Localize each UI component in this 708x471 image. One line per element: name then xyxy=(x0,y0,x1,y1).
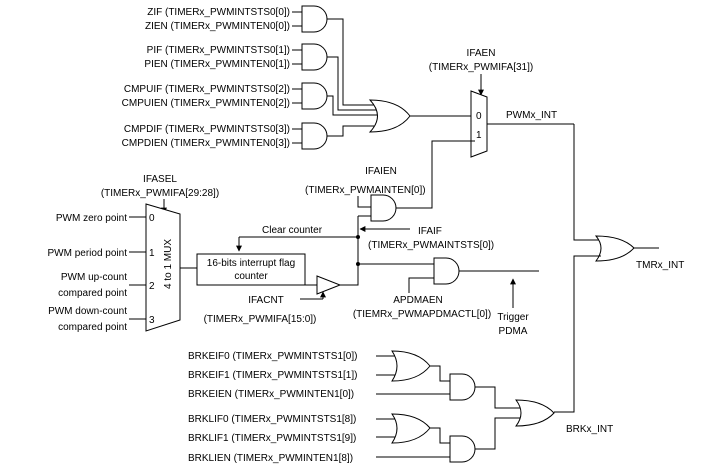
cmpuif-label: CMPUIF (TIMERx_PWMINTSTS0[2]) xyxy=(124,84,290,95)
pwm-period-point-label: PWM period point xyxy=(48,248,128,259)
pwm-int-label: PWMx_INT xyxy=(506,110,557,121)
pwm-zero-point-label: PWM zero point xyxy=(56,213,127,224)
pwm-up-count-label: PWM up-count xyxy=(61,272,127,283)
or-gate-brkl xyxy=(391,413,431,444)
ifasel-reg-label: (TIMERx_PWMIFA[29:28]) xyxy=(101,188,219,199)
apdmaen-reg-label: (TIEMRx_PWMAPDMACTL[0]) xyxy=(353,309,491,320)
pwm-up-count-label-2: compared point xyxy=(58,288,127,299)
brkeif1-label: BRKEIF1 (TIMERx_PWMINTSTS1[1]) xyxy=(188,370,357,381)
pien-label: PIEN (TIMERx_PWMINTEN0[1]) xyxy=(144,59,290,70)
mux4-in2-num: 2 xyxy=(149,281,155,292)
ifacnt-reg-label: (TIMERx_PWMIFA[15:0]) xyxy=(204,314,317,325)
and-gate-cmpd xyxy=(301,122,328,150)
mux4-in0-num: 0 xyxy=(149,213,155,224)
mux4-label: 4 to 1 MUX xyxy=(163,239,174,289)
mux4-in3-num: 3 xyxy=(149,315,155,326)
zif-label: ZIF (TIMERx_PWMINTSTS0[0]) xyxy=(147,7,290,18)
ifaif-reg-label: (TIMERx_PWMAINTSTS[0]) xyxy=(368,240,494,251)
comparator-buffer xyxy=(316,275,342,295)
ifaif-label: IFAIF xyxy=(418,226,442,237)
brkeif0-label: BRKEIF0 (TIMERx_PWMINTSTS1[0]) xyxy=(188,351,357,362)
brklif1-label: BRKLIF1 (TIMERx_PWMINTSTS1[9]) xyxy=(188,433,356,444)
clear-counter-label: Clear counter xyxy=(262,225,323,236)
ifasel-label: IFASEL xyxy=(143,174,177,185)
counter-label-2: counter xyxy=(234,271,268,282)
and-gate-brke xyxy=(449,373,476,401)
or-gate-brk xyxy=(514,399,555,427)
pwm-down-count-label-2: compared point xyxy=(58,322,127,333)
and-gate-cmpu xyxy=(301,82,328,110)
brklien-label: BRKLIEN (TIMERx_PWMINTEN1[8]) xyxy=(188,453,353,464)
or-gate-tmr xyxy=(594,235,635,262)
mux-4to1-ifasel xyxy=(145,203,181,332)
ifaien-reg-label: (TIMERx_PWMAINTEN[0]) xyxy=(305,185,426,196)
interrupt-flag-counter xyxy=(196,253,306,286)
pwm-down-count-label: PWM down-count xyxy=(48,306,127,317)
cmpdif-label: CMPDIF (TIMERx_PWMINTSTS0[3]) xyxy=(124,124,290,135)
mux-2to1-ifaen xyxy=(470,90,488,158)
ifaen-reg-label: (TIMERx_PWMIFA[31]) xyxy=(429,62,533,73)
trigger-label: Trigger xyxy=(497,312,529,323)
zien-label: ZIEN (TIMERx_PWMINTEN0[0]) xyxy=(145,21,290,32)
brk-int-label: BRKx_INT xyxy=(566,424,613,435)
counter-label-1: 16-bits interrupt flag xyxy=(207,258,295,269)
brkeien-label: BRKEIEN (TIMERx_PWMINTEN1[0]) xyxy=(188,389,354,400)
tmr-int-label: TMRx_INT xyxy=(636,260,684,271)
cmpdien-label: CMPDIEN (TIMERx_PWMINTEN0[3]) xyxy=(122,138,290,149)
and-gate-period xyxy=(301,43,328,71)
cmpuien-label: CMPUIEN (TIMERx_PWMINTEN0[2]) xyxy=(122,98,290,109)
apdmaen-label: APDMAEN xyxy=(393,295,442,306)
and-gate-brkl xyxy=(449,435,476,463)
ifaien-label: IFAIEN xyxy=(365,166,397,177)
and-gate-apdmaen xyxy=(433,257,460,285)
and-gate-zero xyxy=(301,5,328,33)
mux4-in1-num: 1 xyxy=(149,248,155,259)
or-gate-pwm xyxy=(368,99,411,133)
and-gate-ifaien xyxy=(370,194,397,222)
ifaen-label: IFAEN xyxy=(467,48,496,59)
or-gate-brke xyxy=(391,350,431,382)
brklif0-label: BRKLIF0 (TIMERx_PWMINTSTS1[8]) xyxy=(188,414,356,425)
pdma-label: PDMA xyxy=(499,326,528,337)
mux2-in0-label: 0 xyxy=(476,111,482,122)
mux2-in1-label: 1 xyxy=(476,130,482,141)
pif-label: PIF (TIMERx_PWMINTSTS0[1]) xyxy=(147,45,290,56)
ifacnt-label: IFACNT xyxy=(248,295,284,306)
